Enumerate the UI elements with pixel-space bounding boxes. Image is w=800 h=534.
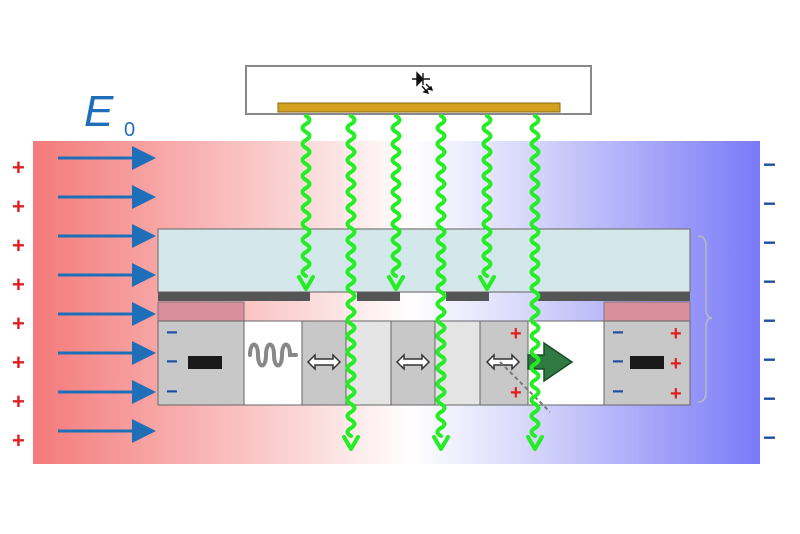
light-ray	[435, 114, 447, 438]
minus-sign: −	[763, 230, 776, 255]
right-contact-minus: −	[612, 351, 624, 373]
left-contact-minus: −	[166, 381, 178, 403]
double-arrow-icon	[306, 353, 342, 371]
light-ray	[529, 114, 541, 438]
light-ray	[481, 114, 493, 278]
gap-cell-1	[243, 320, 303, 406]
minus-sign: −	[763, 308, 776, 333]
light-ray	[390, 114, 402, 278]
top-layer	[157, 228, 691, 293]
plus-sign: +	[12, 155, 25, 180]
mask-segment-4	[538, 292, 690, 301]
left-contact-pad	[157, 301, 245, 322]
minus-sign: −	[763, 269, 776, 294]
negative-charge-block	[630, 356, 664, 369]
light-ray-head	[387, 275, 405, 291]
gold-emitter-strip	[277, 102, 561, 113]
minus-sign: −	[763, 386, 776, 411]
layer-bracket	[697, 235, 713, 403]
right-electrode-signs: − − − − − − − −	[763, 152, 776, 450]
mask-segment-3	[446, 292, 489, 301]
right-contact-plus: +	[670, 383, 682, 405]
right-contact-cell	[603, 320, 691, 406]
light-ray-head	[297, 275, 315, 291]
mask-segment-1	[158, 292, 310, 301]
light-ray-head	[526, 435, 544, 451]
device-charges: − − − + + − − − + + +	[166, 322, 682, 405]
right-contact-pad	[603, 301, 691, 322]
plus-sign: +	[12, 428, 25, 453]
resistor-icon	[248, 342, 298, 368]
light-ray	[345, 114, 357, 438]
minus-sign: −	[763, 191, 776, 216]
dashed-path	[499, 361, 551, 413]
plus-sign: +	[12, 350, 25, 375]
minus-sign: −	[763, 347, 776, 372]
field-label-symbol: E	[84, 87, 114, 136]
negative-charge-block	[188, 356, 222, 369]
light-ray-head	[342, 435, 360, 451]
double-arrow-icon	[395, 353, 431, 371]
right-contact-plus: +	[670, 353, 682, 375]
plus-sign: +	[12, 311, 25, 336]
minus-sign: −	[763, 152, 776, 177]
junction-plus: +	[510, 382, 522, 404]
plus-sign: +	[12, 389, 25, 414]
light-source	[245, 65, 592, 115]
field-label-subscript: 0	[124, 119, 136, 141]
left-electrode-signs: + + + + + + + +	[12, 155, 25, 453]
right-contact-plus: +	[670, 323, 682, 345]
light-ray-head	[432, 435, 450, 451]
plus-sign: +	[12, 194, 25, 219]
led-icon	[412, 71, 434, 94]
right-contact-minus: −	[612, 381, 624, 403]
device-structure	[157, 228, 713, 413]
left-contact-minus: −	[166, 322, 178, 344]
mask-segment-2	[357, 292, 400, 301]
field-arrows	[58, 146, 156, 443]
minus-sign: −	[763, 425, 776, 450]
junction-plus: +	[510, 323, 522, 345]
light-ray	[300, 114, 312, 278]
light-ray-head	[478, 275, 496, 291]
plus-sign: +	[12, 272, 25, 297]
double-arrow-icon	[485, 353, 521, 371]
light-rays	[297, 114, 544, 451]
left-contact-minus: −	[166, 351, 178, 373]
right-contact-minus: −	[612, 322, 624, 344]
plus-sign: +	[12, 233, 25, 258]
